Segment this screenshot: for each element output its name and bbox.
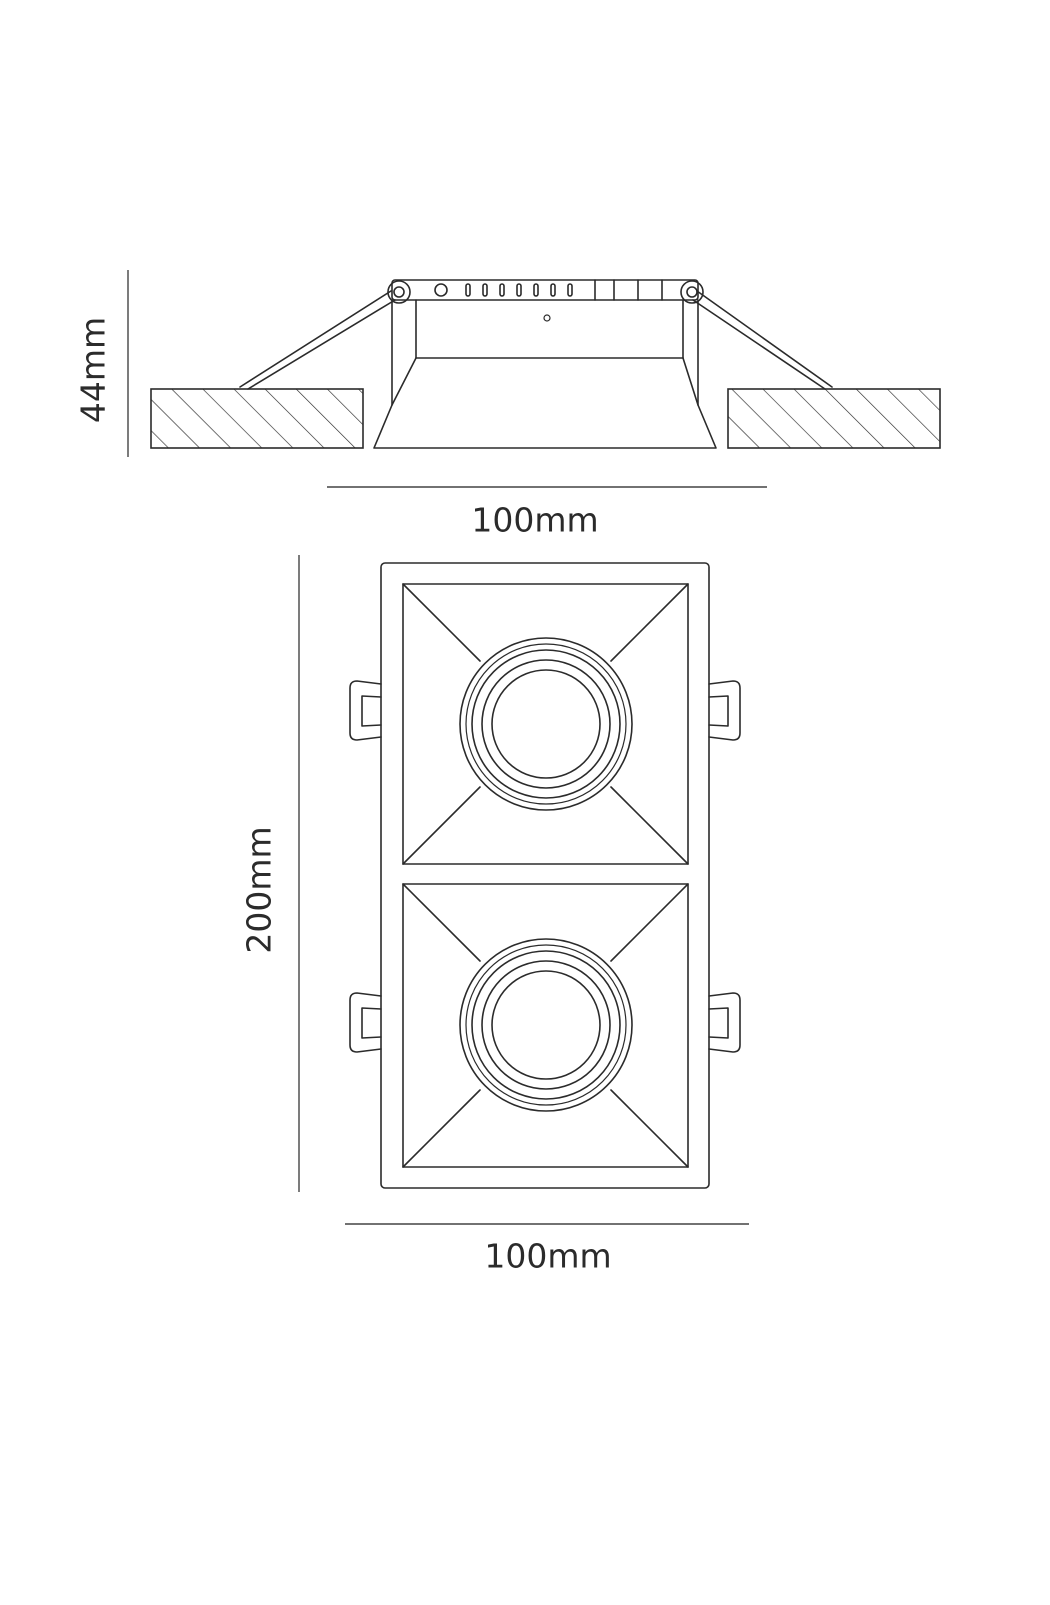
clip-tab-right-top: [708, 680, 741, 741]
outer-frame: [380, 562, 710, 1189]
housing-body: [373, 279, 717, 449]
lower-light-cell: [402, 883, 689, 1168]
clip-tab-left-bottom: [349, 992, 382, 1053]
top-length-label: 200mm: [239, 826, 279, 954]
spring-clip-right: [680, 280, 833, 390]
lower-lens: [491, 970, 601, 1080]
upper-lens: [491, 669, 601, 779]
lower-lens-ring-outer: [459, 938, 633, 1112]
side-height-label: 44mm: [73, 316, 113, 424]
clip-tab-left-top: [349, 680, 382, 741]
top-view: [298, 555, 749, 1225]
spring-clip-left: [239, 280, 411, 390]
side-view: [127, 270, 941, 488]
upper-lens-ring-outer: [459, 637, 633, 811]
ceiling-section-right: [727, 388, 941, 449]
clip-tab-right-bottom: [708, 992, 741, 1053]
side-width-label: 100mm: [471, 500, 599, 540]
upper-light-cell: [402, 583, 689, 865]
ceiling-section-left: [150, 388, 364, 449]
top-width-label: 100mm: [484, 1236, 612, 1276]
